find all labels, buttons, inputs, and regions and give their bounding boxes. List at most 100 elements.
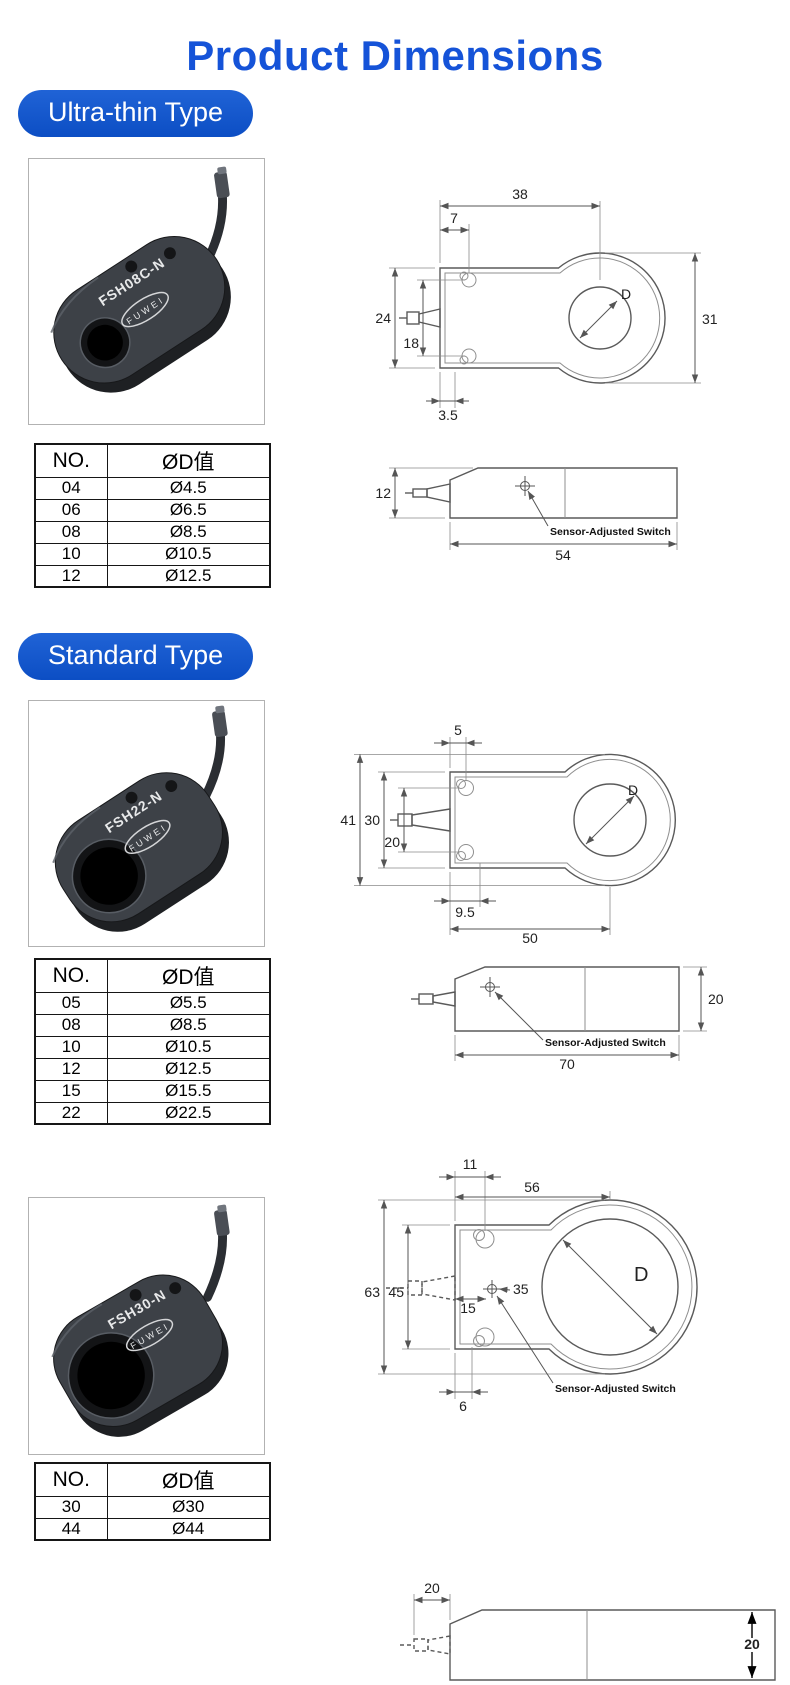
product-render-fsh08c: FSH08C-N FUWEI [50, 166, 231, 393]
mounting-keyholes [456, 779, 474, 861]
dim-body-height: 45 [388, 1284, 404, 1300]
leader-line [527, 490, 549, 527]
cell-d: Ø12.5 [106, 564, 271, 588]
dim-length: 70 [559, 1056, 575, 1072]
cell-d: Ø8.5 [106, 1013, 271, 1037]
badge-ultra-thin-type: Ultra-thin Type [18, 90, 254, 137]
mount-notch [129, 1289, 142, 1301]
cable [405, 483, 451, 503]
front-view-drawing-fsh30: 11 56 63 45 15 35 6 D Sensor-Adjusted Sw… [364, 1156, 698, 1414]
cell-no: 44 [34, 1517, 108, 1541]
dim-switch-offset: 15 [460, 1300, 476, 1316]
cell-no: 22 [34, 1101, 108, 1125]
side-view-drawing-standard: 20 70 Sensor-Adjusted Switch [411, 966, 724, 1072]
adjust-switch-crosshair [483, 1280, 501, 1298]
cell-d: Ø30 [106, 1495, 271, 1519]
cable [203, 1204, 230, 1302]
side-view-drawing-ultra-thin: 12 54 Sensor-Adjusted Switch [375, 467, 678, 563]
mount-notch [165, 780, 178, 792]
dim-length-to-center: 50 [522, 930, 538, 946]
dim-switch-label: 35 [513, 1281, 529, 1297]
cell-no: 04 [34, 476, 108, 500]
dim-head-diameter: 31 [702, 311, 718, 327]
dim-length: 54 [555, 547, 571, 563]
dimension-lines [354, 737, 635, 935]
cell-d: Ø10.5 [106, 1035, 271, 1059]
cell-no: 30 [34, 1495, 108, 1519]
dim-thickness: 20 [708, 991, 724, 1007]
cell-no: 08 [34, 1013, 108, 1037]
body-outline [454, 1199, 698, 1375]
side-view-drawing-fsh30: 20 20 [400, 1580, 776, 1681]
cell-no: 10 [34, 542, 108, 566]
dim-hole-offset: 7 [450, 210, 458, 226]
table-header-row: NO. ØD值 [34, 1462, 271, 1497]
cell-no: 12 [34, 1057, 108, 1081]
product-photo-fsh30: FSH30-N FUWEI [28, 1197, 265, 1455]
page-title: Product Dimensions [186, 32, 604, 79]
body-outline [439, 252, 666, 384]
dim-hole-offset: 11 [463, 1156, 478, 1172]
mount-notch [125, 260, 138, 273]
table-header-row: NO. ØD值 [34, 958, 271, 993]
sensor-adjusted-switch-note: Sensor-Adjusted Switch [545, 1037, 666, 1049]
dim-hole-spacing: 18 [403, 335, 419, 351]
sensor-body: FSH30-N FUWEI [51, 1274, 229, 1437]
cable [411, 991, 456, 1007]
cell-d: Ø10.5 [106, 542, 271, 566]
cell-d: Ø12.5 [106, 1057, 271, 1081]
dim-hole-spacing: 20 [384, 834, 400, 850]
cell-d: Ø5.5 [106, 991, 271, 1015]
col-header-d: ØD值 [106, 1462, 271, 1497]
dimension-lines [413, 1594, 757, 1678]
cell-d: Ø8.5 [106, 520, 271, 544]
cell-d: Ø4.5 [106, 476, 271, 500]
sensor-body: FSH22-N FUWEI [52, 772, 229, 932]
product-photo-fsh22: FSH22-N FUWEI [28, 700, 265, 947]
table-header-row: NO. ØD值 [34, 443, 271, 478]
adjust-switch-crosshair [480, 977, 500, 997]
body-outline [454, 966, 680, 1032]
col-header-no: NO. [34, 958, 108, 993]
leader-line [494, 991, 544, 1041]
bore-label: D [634, 1264, 648, 1286]
cell-no: 05 [34, 991, 108, 1015]
cable [201, 705, 228, 801]
dim-body-height: 30 [364, 812, 380, 828]
brand-oval [121, 291, 169, 328]
dimension-lines [378, 1171, 658, 1399]
cable [390, 808, 451, 832]
product-render-fsh22: FSH22-N FUWEI [52, 705, 229, 932]
cell-no: 12 [34, 564, 108, 588]
cable [400, 1635, 451, 1655]
mount-notch [163, 247, 176, 260]
mounting-keyholes [473, 1229, 495, 1347]
bore-label: D [621, 286, 631, 302]
cable [203, 166, 230, 265]
col-header-no: NO. [34, 1462, 108, 1497]
front-view-drawing-ultra-thin: 38 7 24 18 31 3.5 D [375, 186, 718, 423]
dim-body-height: 24 [375, 310, 391, 326]
cell-d: Ø22.5 [106, 1101, 271, 1125]
brand-oval [124, 819, 171, 854]
mounting-keyholes [459, 271, 477, 365]
col-header-d: ØD值 [106, 958, 271, 993]
dimension-lines [454, 966, 707, 1061]
dim-bottom-offset: 6 [459, 1398, 467, 1414]
bore-circle [573, 783, 647, 857]
dimension-lines [389, 200, 701, 408]
leader-line [496, 1295, 554, 1384]
badge-standard-type: Standard Type [18, 633, 254, 680]
dim-head-diameter: 41 [340, 812, 356, 828]
dim-hole-offset: 5 [454, 722, 462, 738]
front-view-drawing-standard: 5 41 30 20 9.5 50 D [340, 722, 677, 946]
